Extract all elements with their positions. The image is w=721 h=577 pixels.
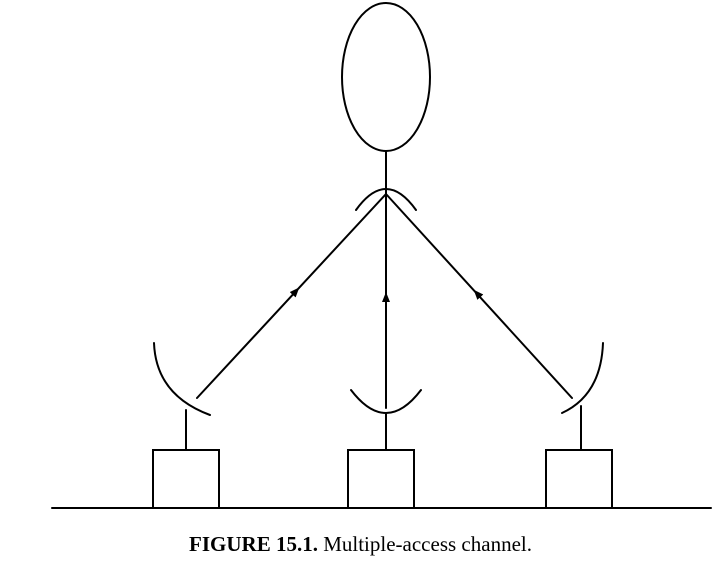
ground-dish-right (561, 342, 604, 414)
ground-dish-left (153, 342, 211, 416)
figure-caption-text: Multiple-access channel. (317, 532, 532, 556)
satellite-body (341, 2, 431, 152)
figure-caption: FIGURE 15.1. Multiple-access channel. (0, 531, 721, 557)
ground-station-center (347, 389, 422, 509)
uplink-paths (196, 193, 573, 409)
ground-station-right (545, 342, 613, 509)
satellite-dish (355, 188, 417, 211)
uplink-left-arrow (289, 287, 300, 298)
figure-caption-label: FIGURE 15.1. (189, 532, 318, 556)
uplink-left (196, 193, 387, 399)
ground-terminal-left (152, 449, 220, 509)
uplink-right-arrow (473, 289, 484, 300)
ground-station-left (152, 342, 220, 509)
satellite (341, 2, 431, 211)
ground-terminal-center (347, 449, 415, 509)
ground-terminal-right (545, 449, 613, 509)
